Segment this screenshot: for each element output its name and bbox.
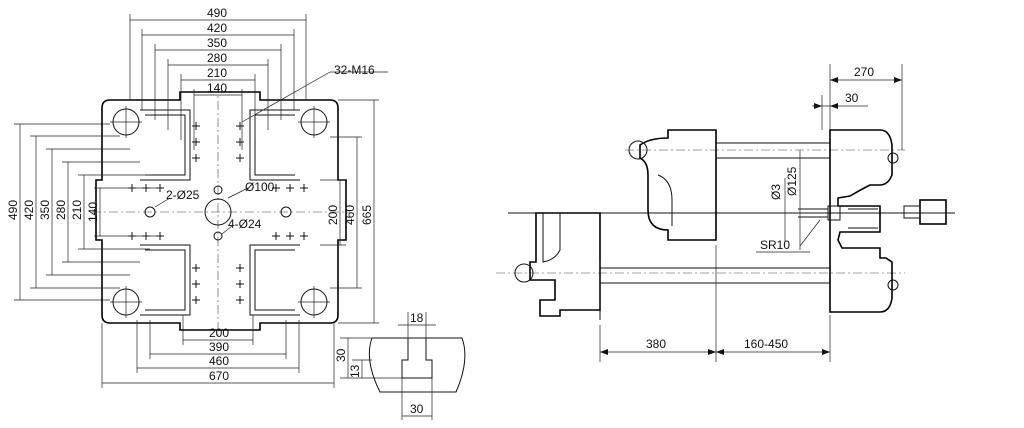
bolt-mark xyxy=(192,122,200,130)
t-slot-quadrant-tl xyxy=(140,109,191,181)
bolt-mark xyxy=(236,264,244,272)
bolt-mark xyxy=(236,138,244,146)
dim-top-350: 350 xyxy=(207,36,227,50)
bolt-mark xyxy=(192,280,200,288)
hydraulic-cylinder xyxy=(919,199,947,225)
side-view: 270 30 Ø3 Ø125 SR10 380 160-450 xyxy=(496,64,955,362)
pin-hole-top xyxy=(213,185,223,195)
bolt-mark xyxy=(236,122,244,130)
center-hole xyxy=(204,198,232,226)
ejector-plate-dia: Ø125 xyxy=(785,166,799,196)
dim-top-210: 210 xyxy=(207,66,227,80)
small-hole-right xyxy=(280,206,292,218)
dim-bottom-460: 460 xyxy=(209,354,229,368)
platen-view: Ø100 2-Ø25 4-Ø24 32-M16 490 420 xyxy=(6,6,388,388)
bolt-mark xyxy=(300,232,308,240)
right-dimensions: 200 460 665 xyxy=(320,99,379,324)
bolt-mark xyxy=(192,264,200,272)
ejector-rod-dia: Ø3 xyxy=(769,184,783,200)
t-slot-depth-total: 30 xyxy=(334,348,348,362)
ejector-plate xyxy=(827,205,841,221)
dim-bottom-670: 670 xyxy=(209,369,229,383)
small-hole-left xyxy=(144,206,156,218)
tie-bar-upper xyxy=(716,142,831,159)
dim-left-140: 140 xyxy=(86,202,100,222)
bolt-mark xyxy=(286,184,294,192)
dim-bottom-200: 200 xyxy=(209,326,229,340)
tie-bar-hole-tl xyxy=(110,106,142,138)
dim-right-665: 665 xyxy=(360,205,374,225)
pin-hole-bottom xyxy=(213,231,223,241)
bolt-mark xyxy=(286,232,294,240)
bolt-mark xyxy=(300,184,308,192)
left-dimensions: 490 420 350 280 210 140 xyxy=(6,123,160,301)
dim-left-420: 420 xyxy=(22,200,36,220)
dim-top-420: 420 xyxy=(207,21,227,35)
dim-right-460: 460 xyxy=(343,205,357,225)
bottom-dimensions: 200 390 460 670 xyxy=(101,315,335,388)
dim-top-280: 280 xyxy=(207,51,227,65)
bolt-mark xyxy=(272,184,280,192)
fixed-platen xyxy=(829,129,893,313)
bolt-mark xyxy=(192,154,200,162)
t-slot-top-width: 18 xyxy=(410,311,424,325)
tie-bar-hole-tr xyxy=(298,106,330,138)
ejector-tip-radius: SR10 xyxy=(760,238,790,252)
toggle-pin-upper xyxy=(628,140,648,160)
lower-frame xyxy=(529,212,601,317)
dim-left-350: 350 xyxy=(38,200,52,220)
t-slot-bottom-width: 30 xyxy=(410,402,424,416)
dim-left-210: 210 xyxy=(70,200,84,220)
moving-platen xyxy=(639,129,717,241)
dim-right-200: 200 xyxy=(326,205,340,225)
tie-bar-hole-br xyxy=(298,286,330,318)
t-slot-detail: 18 30 13 30 xyxy=(334,311,466,420)
bolt-mark xyxy=(236,296,244,304)
toggle-pin-lower xyxy=(514,263,534,283)
dim-side-270: 270 xyxy=(854,65,874,79)
bolt-callout-label: 32-M16 xyxy=(334,63,375,77)
dim-left-490: 490 xyxy=(6,200,20,220)
dim-side-stroke: 160-450 xyxy=(744,337,788,351)
bolt-mark xyxy=(192,296,200,304)
bolt-mark xyxy=(236,154,244,162)
bolt-mark xyxy=(192,138,200,146)
top-dimensions: 490 420 350 280 210 140 xyxy=(129,6,307,150)
t-slot-cavity xyxy=(401,337,433,379)
t-slot-quadrant-tr xyxy=(249,109,300,181)
center-hole-label: Ø100 xyxy=(245,180,275,194)
dim-top-490: 490 xyxy=(207,6,227,20)
t-slot-section xyxy=(368,337,466,393)
tie-bar-lower xyxy=(600,267,831,284)
t-slot-depth-neck: 13 xyxy=(348,364,362,378)
dim-side-380: 380 xyxy=(646,337,666,351)
dim-bottom-390: 390 xyxy=(209,340,229,354)
small-holes-label: 2-Ø25 xyxy=(166,188,200,202)
t-slot-quadrant-br xyxy=(249,244,300,316)
t-slot-quadrant-bl xyxy=(140,244,191,316)
bolt-mark xyxy=(272,232,280,240)
dim-left-280: 280 xyxy=(54,200,68,220)
dim-top-140: 140 xyxy=(207,81,227,95)
tie-bar-hole-bl xyxy=(110,286,142,318)
platen-outline xyxy=(95,91,347,331)
dim-side-30: 30 xyxy=(845,91,859,105)
bolt-mark xyxy=(236,280,244,288)
pin-holes-label: 4-Ø24 xyxy=(228,217,262,231)
